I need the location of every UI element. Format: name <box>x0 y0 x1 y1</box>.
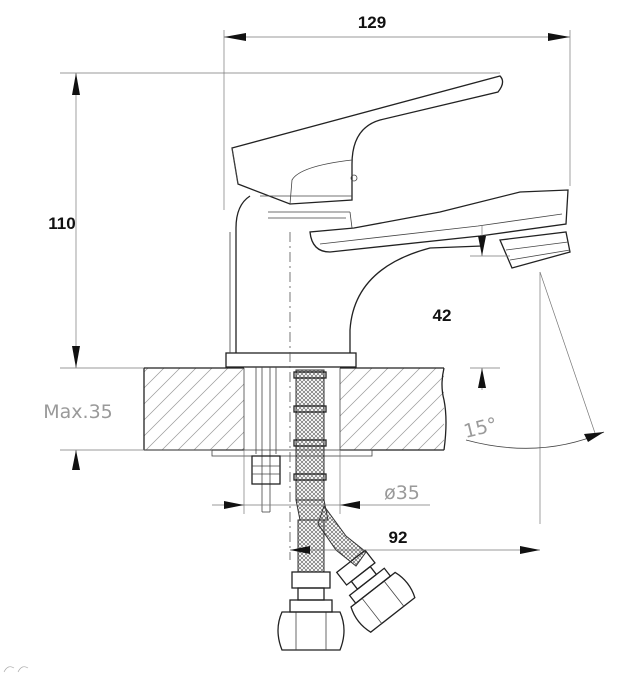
hatch-line <box>401 407 444 450</box>
hose-fittings <box>277 549 416 651</box>
dimension-swing-angle: 15° <box>462 271 605 449</box>
dimension-height-label: 110 <box>48 214 75 233</box>
dimension-max-thickness: Max.35 <box>43 367 212 470</box>
hatch-line <box>369 375 444 450</box>
hatch-line <box>508 362 602 456</box>
dimension-width-label: 129 <box>358 13 386 32</box>
hatch-line <box>144 368 213 437</box>
hatch-line <box>492 362 586 456</box>
dimension-hole-diameter-label: ø35 <box>384 482 420 504</box>
hatch-line <box>353 368 437 450</box>
hatch-line <box>337 368 421 450</box>
dimension-reach-label: 92 <box>389 528 408 547</box>
dimension-clearance: 42 <box>433 226 510 390</box>
hatch-line <box>161 368 245 450</box>
dimension-width: 129 <box>223 13 571 210</box>
edge-mark <box>3 666 29 673</box>
hatch-line <box>385 391 444 450</box>
dimension-height: 110 <box>48 72 500 368</box>
hatch-line <box>144 368 197 421</box>
hatch-line <box>433 439 444 450</box>
hatch-line <box>476 362 570 456</box>
hatch-line <box>144 368 181 405</box>
hatch-line <box>524 362 618 456</box>
mounting-rod <box>251 367 281 513</box>
hatch-line <box>144 368 165 389</box>
hatch-line <box>556 362 644 456</box>
hatch-line <box>444 362 538 456</box>
dimension-swing-angle-label: 15° <box>462 413 500 442</box>
lever-handle <box>231 75 504 205</box>
hatch-line <box>145 368 229 450</box>
dimension-clearance-label: 42 <box>433 306 452 325</box>
faucet-body <box>225 189 571 368</box>
dimension-max-thickness-label: Max.35 <box>43 401 113 423</box>
dimension-reach: 92 <box>290 272 541 554</box>
hatch-pattern <box>144 362 644 456</box>
dimension-hole-diameter: ø35 <box>212 450 430 514</box>
hatch-line <box>417 423 444 450</box>
countertop-section <box>143 362 644 457</box>
